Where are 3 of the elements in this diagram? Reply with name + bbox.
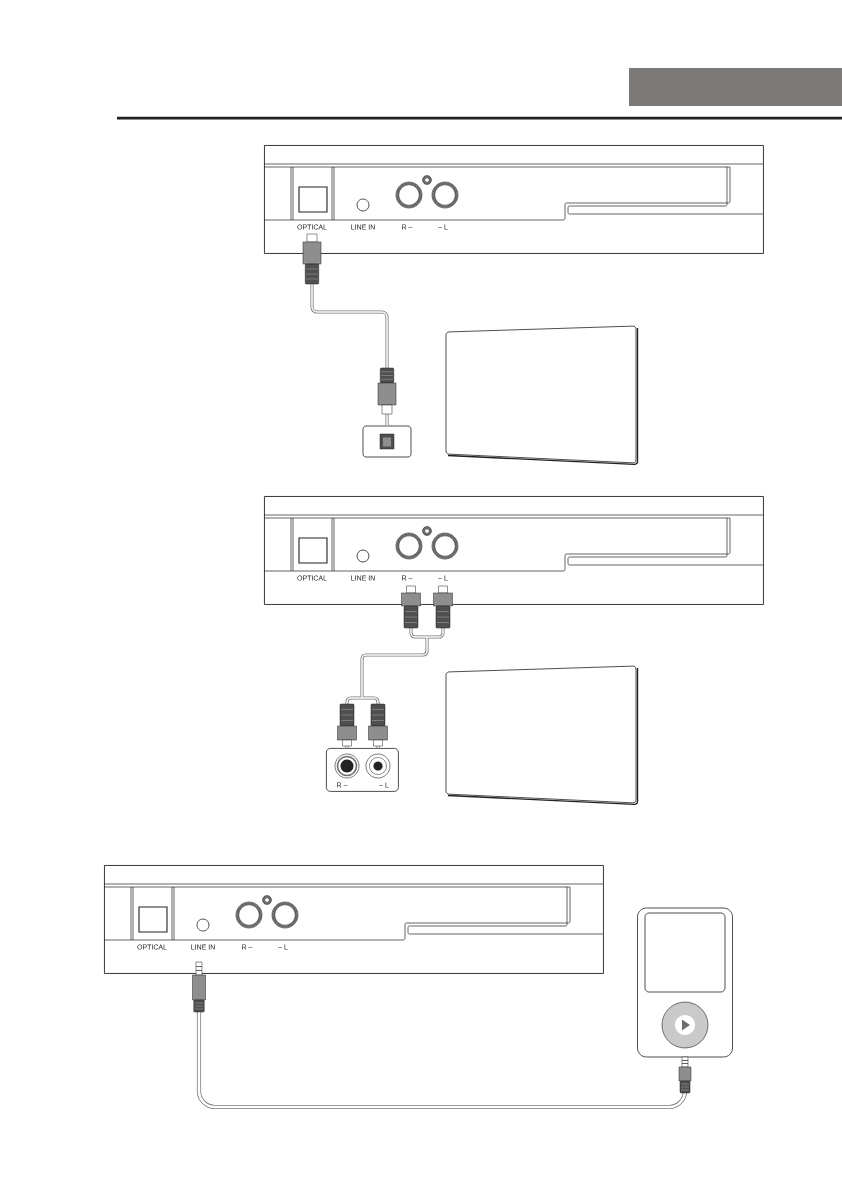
optical-cable [302, 233, 397, 427]
rca-cable [337, 585, 453, 750]
audio-cable [192, 961, 692, 1110]
